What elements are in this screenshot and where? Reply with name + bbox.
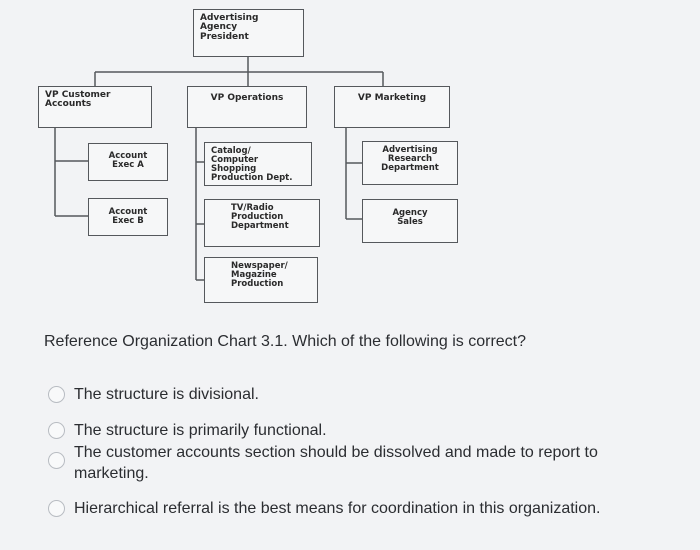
option-label: The customer accounts section should be … (74, 444, 598, 482)
vp-operations-box: VP Operations (187, 86, 307, 128)
option-label: The structure is primarily functional. (74, 422, 327, 439)
newspaper-magazine-box: Newspaper/ Magazine Production (204, 257, 318, 303)
tv-radio-production-box: TV/Radio Production Department (204, 199, 320, 247)
radio-button[interactable] (48, 452, 65, 469)
question-prompt: Reference Organization Chart 3.1. Which … (44, 333, 527, 350)
account-exec-b-box: Account Exec B (88, 198, 168, 236)
option-dissolve-customer-accounts[interactable]: The customer accounts section should be … (48, 442, 668, 484)
account-exec-a-box: Account Exec A (88, 143, 168, 181)
vp-marketing-box: VP Marketing (334, 86, 450, 128)
option-divisional[interactable]: The structure is divisional. (48, 384, 668, 405)
agency-sales-box: Agency Sales (362, 199, 458, 243)
vp-customer-accounts-box: VP Customer Accounts (38, 86, 152, 128)
advertising-research-box: Advertising Research Department (362, 141, 458, 185)
connector-lines (54, 57, 384, 281)
radio-button[interactable] (48, 422, 65, 439)
option-primarily-functional[interactable]: The structure is primarily functional. (48, 420, 668, 441)
org-chart: Advertising Agency President VP Customer… (38, 9, 458, 303)
option-label: Hierarchical referral is the best means … (74, 500, 601, 517)
catalog-shopping-box: Catalog/ Computer Shopping Production De… (204, 142, 312, 186)
option-label: The structure is divisional. (74, 386, 259, 403)
radio-button[interactable] (48, 386, 65, 403)
radio-button[interactable] (48, 500, 65, 517)
president-box: Advertising Agency President (193, 9, 304, 57)
option-hierarchical-referral[interactable]: Hierarchical referral is the best means … (48, 498, 668, 519)
